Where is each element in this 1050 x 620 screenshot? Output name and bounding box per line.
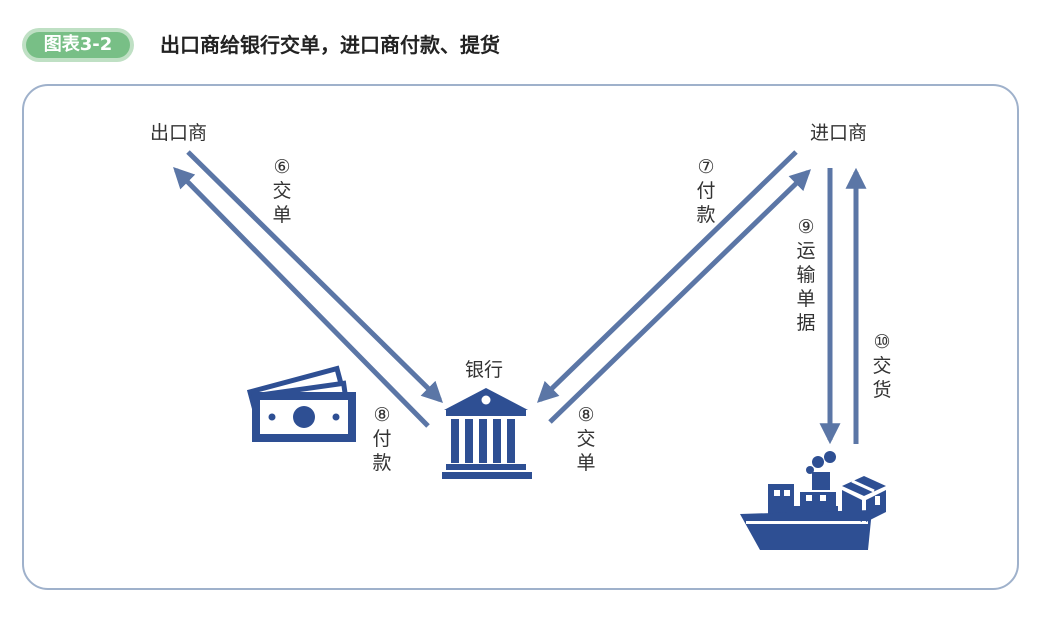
figure-badge-label: 图表3-2	[26, 32, 130, 58]
arrow-importer-to-bank	[536, 150, 798, 403]
cash-icon	[246, 365, 356, 442]
step-10-label: ⑩交货	[872, 331, 892, 401]
step-6-label: ⑥交单	[272, 156, 292, 226]
step-7-label: ⑦付款	[696, 156, 716, 226]
exporter-label: 出口商	[150, 122, 208, 144]
step-9-label: ⑨运输单据	[796, 216, 816, 334]
package-icon	[842, 476, 886, 522]
bank-label: 银行	[465, 359, 504, 381]
arrow-exporter-to-bank	[186, 150, 443, 403]
arrow-bank-to-importer	[548, 169, 812, 424]
bank-icon	[442, 388, 532, 479]
figure-badge: 图表3-2	[22, 28, 134, 62]
arrow-bank-to-exporter	[173, 167, 430, 428]
diagram-frame	[22, 84, 1019, 590]
ship-icon	[740, 451, 872, 550]
step-8-documents-label: ⑧交单	[576, 404, 596, 474]
figure-title: 出口商给银行交单，进口商付款、提货	[160, 33, 500, 57]
step-8-payment-label: ⑧付款	[372, 404, 392, 474]
importer-label: 进口商	[810, 122, 868, 144]
